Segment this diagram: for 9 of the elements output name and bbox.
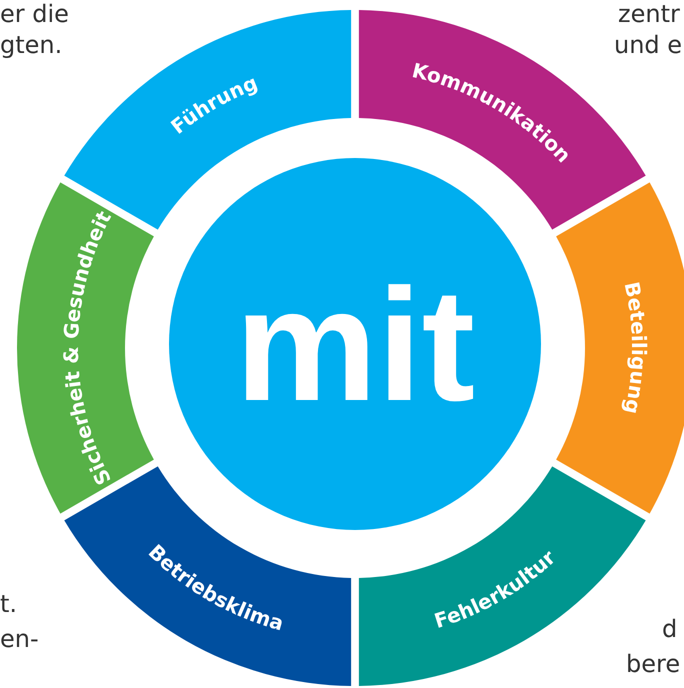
text-fragment: er die — [0, 2, 69, 26]
text-fragment: und e — [614, 33, 682, 57]
text-fragment: zentr — [618, 2, 680, 26]
text-fragment: d — [662, 617, 678, 641]
text-fragment: bere — [626, 652, 680, 676]
text-fragment: gten. — [0, 33, 62, 57]
center-label: mit — [235, 255, 475, 434]
text-fragment: t. — [0, 592, 18, 616]
text-fragment: en- — [0, 627, 39, 651]
